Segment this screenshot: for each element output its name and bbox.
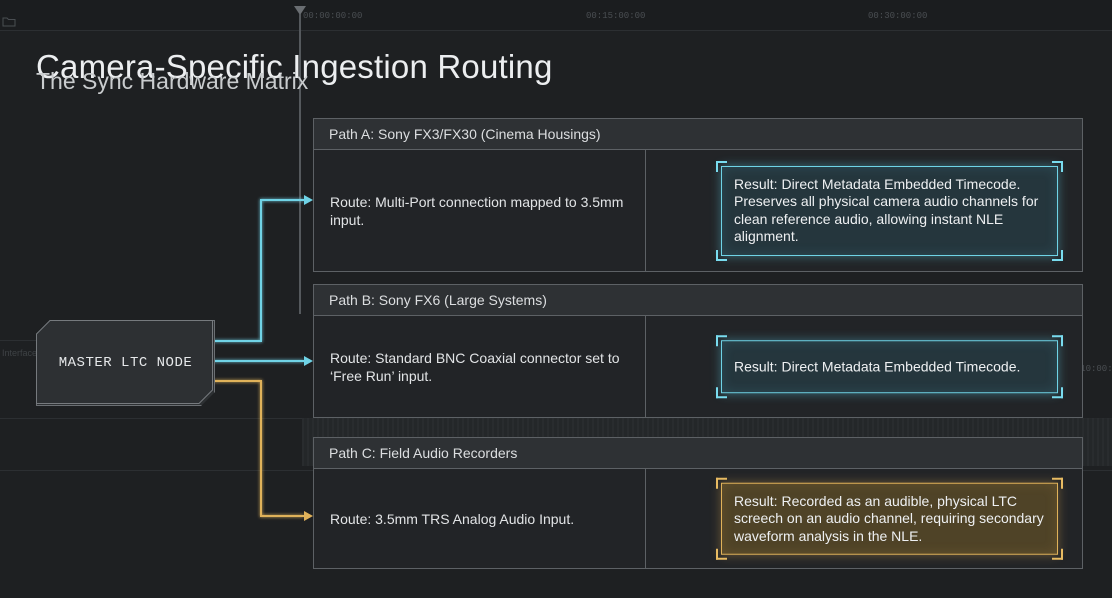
corner-bracket-icon <box>716 477 727 489</box>
diagram-title: Camera-Specific Ingestion Routing <box>36 48 553 86</box>
path-a-body: Route: Multi-Port connection mapped to 3… <box>314 150 1082 271</box>
playhead <box>299 14 301 314</box>
folder-icon <box>2 17 16 27</box>
path-b-result-box: Result: Direct Metadata Embedded Timecod… <box>716 334 1063 399</box>
track-divider <box>0 340 36 341</box>
path-a-result-box: Result: Direct Metadata Embedded Timecod… <box>716 160 1063 261</box>
ruler-divider <box>0 30 1112 31</box>
path-b-route-cell: Route: Standard BNC Coaxial connector se… <box>314 316 646 417</box>
path-c-result-cell: Result: Recorded as an audible, physical… <box>646 469 1082 568</box>
arrow-head-icon <box>304 195 313 205</box>
arrow-head-icon <box>304 511 313 521</box>
master-ltc-node-label: MASTER LTC NODE <box>58 355 193 371</box>
path-a-result-cell: Result: Direct Metadata Embedded Timecod… <box>646 150 1082 271</box>
ruler-timecode: 00:30:00:00 <box>868 11 928 21</box>
wire-path-a <box>213 199 304 342</box>
ruler-timecode: 00:15:00:00 <box>586 11 646 21</box>
path-c-header: Path C: Field Audio Recorders <box>314 438 1082 469</box>
diagram-subtitle: The Sync Hardware Matrix <box>36 68 309 94</box>
path-b-panel: Path B: Sony FX6 (Large Systems) Route: … <box>313 284 1083 418</box>
corner-bracket-icon <box>716 160 727 172</box>
path-c-route-cell: Route: 3.5mm TRS Analog Audio Input. <box>314 469 646 568</box>
path-b-result: Result: Direct Metadata Embedded Timecod… <box>734 357 1021 374</box>
ruler-timecode: 00:00:00:00 <box>303 11 363 21</box>
path-a-panel: Path A: Sony FX3/FX30 (Cinema Housings) … <box>313 118 1083 272</box>
track-label: Interface <box>2 348 38 358</box>
path-b-route: Route: Standard BNC Coaxial connector se… <box>330 349 620 384</box>
path-b-header: Path B: Sony FX6 (Large Systems) <box>314 285 1082 316</box>
corner-bracket-icon <box>716 334 727 346</box>
timeline-ruler <box>0 0 1112 30</box>
playhead-handle <box>294 6 306 15</box>
path-c-result-box: Result: Recorded as an audible, physical… <box>716 477 1063 560</box>
master-ltc-node: MASTER LTC NODE <box>36 320 215 406</box>
corner-bracket-icon <box>1052 477 1063 489</box>
corner-bracket-icon <box>1052 249 1063 261</box>
path-a-header: Path A: Sony FX3/FX30 (Cinema Housings) <box>314 119 1082 150</box>
wire-path-c <box>213 380 304 517</box>
corner-bracket-icon <box>716 249 727 261</box>
corner-bracket-icon <box>1052 387 1063 399</box>
path-b-result-cell: Result: Direct Metadata Embedded Timecod… <box>646 316 1082 417</box>
corner-bracket-icon <box>1052 548 1063 560</box>
corner-bracket-icon <box>716 548 727 560</box>
path-b-body: Route: Standard BNC Coaxial connector se… <box>314 316 1082 417</box>
path-a-route-cell: Route: Multi-Port connection mapped to 3… <box>314 150 646 271</box>
ruler-timecode: 00:10:00:00 <box>1064 364 1112 374</box>
corner-bracket-icon <box>1052 160 1063 172</box>
path-c-body: Route: 3.5mm TRS Analog Audio Input. Res… <box>314 469 1082 568</box>
path-c-panel: Path C: Field Audio Recorders Route: 3.5… <box>313 437 1083 569</box>
arrow-head-icon <box>304 356 313 366</box>
corner-bracket-icon <box>1052 334 1063 346</box>
path-a-route: Route: Multi-Port connection mapped to 3… <box>330 193 624 228</box>
path-c-result: Result: Recorded as an audible, physical… <box>734 492 1044 544</box>
path-c-route: Route: 3.5mm TRS Analog Audio Input. <box>330 510 575 527</box>
corner-bracket-icon <box>716 387 727 399</box>
path-a-result: Result: Direct Metadata Embedded Timecod… <box>734 175 1039 245</box>
